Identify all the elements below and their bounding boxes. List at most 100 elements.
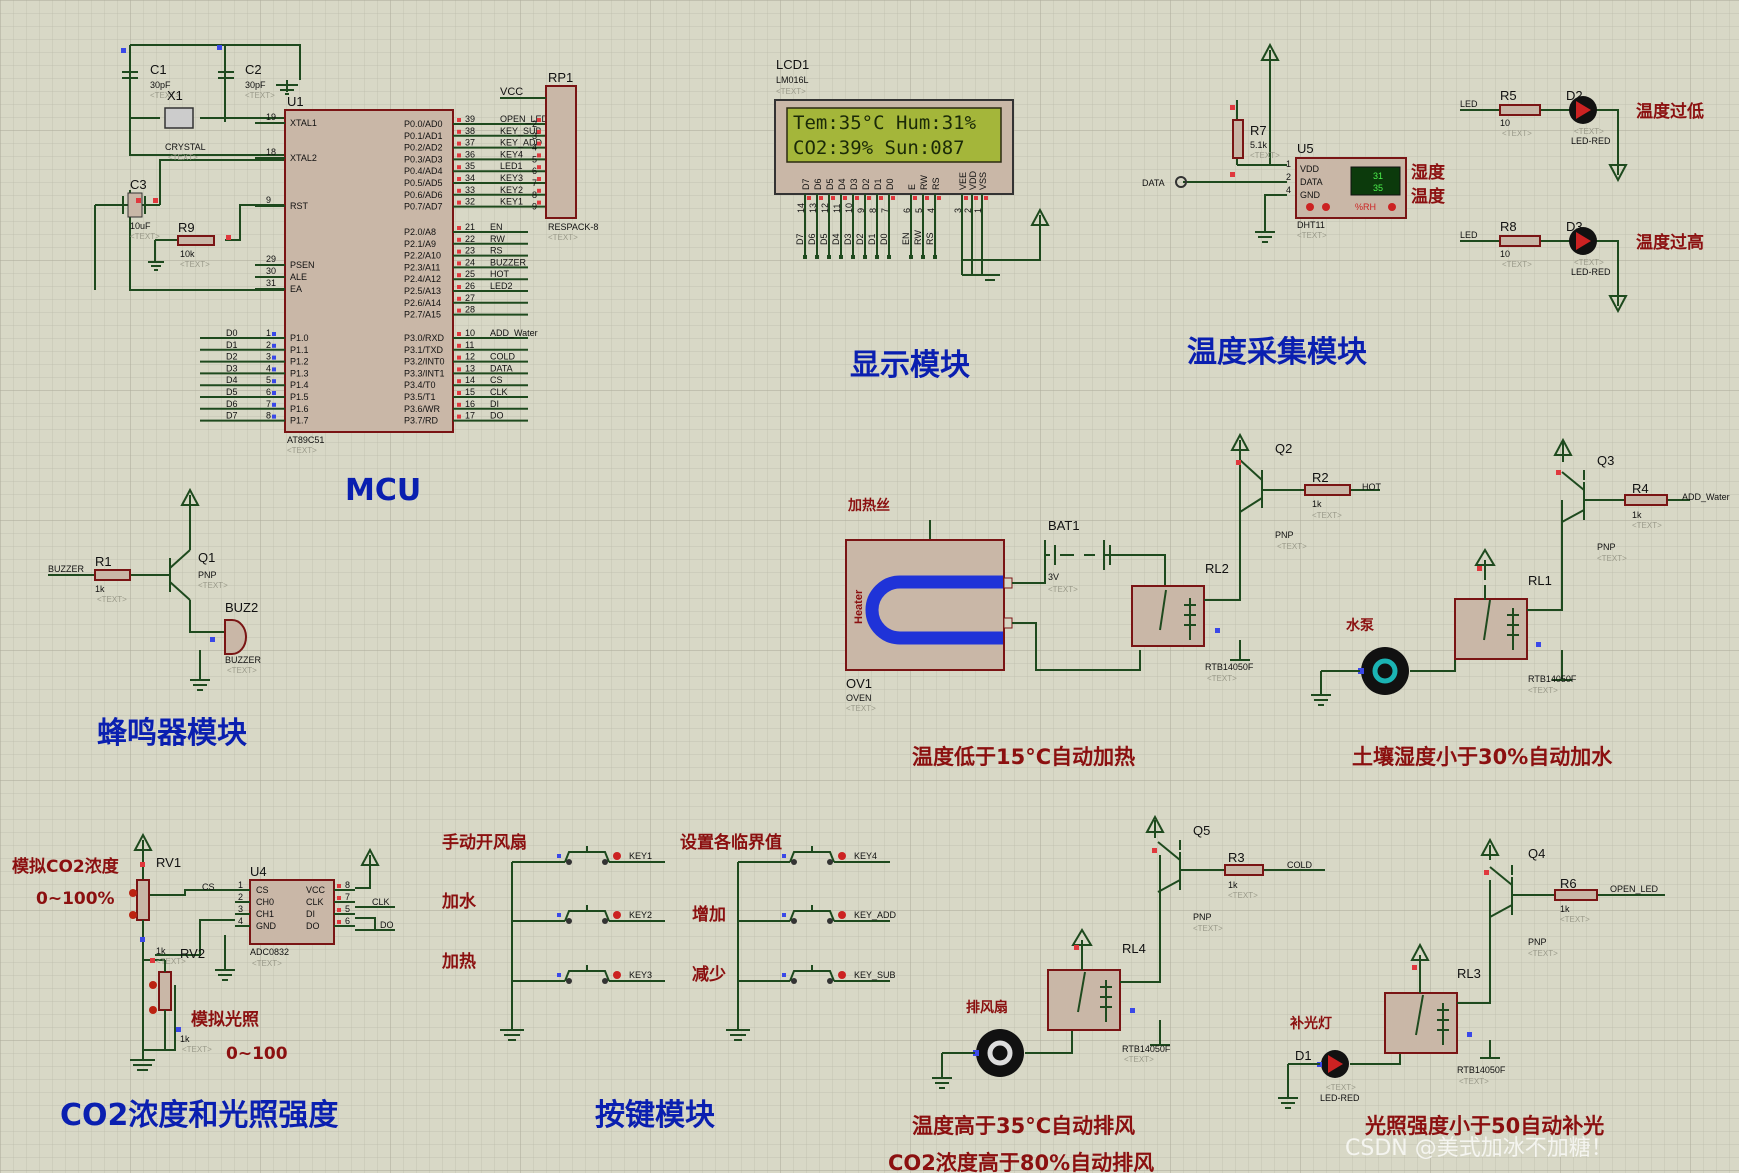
rl3-part: RTB14050F	[1457, 1065, 1506, 1075]
mcu-net-label: ADD_Water	[490, 328, 538, 338]
lcd-pin-name: D6	[813, 178, 823, 190]
key-contact	[789, 846, 835, 863]
pump-title: 水泵	[1346, 617, 1374, 634]
led-resistor	[1499, 235, 1541, 247]
mcu-pin-number: 13	[465, 363, 475, 373]
mcu-pin-number: 39	[465, 114, 475, 124]
mcu-pin-number: 35	[465, 161, 475, 171]
heater-label: Heater	[853, 589, 865, 624]
pin-marker	[807, 196, 811, 200]
key-node	[602, 918, 608, 924]
lcd-pin-name: D5	[825, 178, 835, 190]
key-node	[827, 978, 833, 984]
lcd-pin-number: 7	[880, 208, 890, 213]
mcu-pin-number: 8	[266, 411, 271, 421]
key-button[interactable]	[613, 852, 621, 860]
light-title: 补光灯	[1289, 1015, 1332, 1032]
rp1-pin-number: 8	[532, 190, 537, 200]
r9-text: <TEXT>	[180, 260, 210, 269]
lcd-pin-name: D2	[861, 178, 871, 190]
r4-value: 1k	[1632, 510, 1642, 520]
mcu-net-label: BUZZER	[490, 257, 527, 267]
key-node	[827, 918, 833, 924]
led-net: LED	[1460, 99, 1478, 109]
pin-marker	[937, 196, 941, 200]
r1-text: <TEXT>	[97, 595, 127, 604]
mcu-net-label: D5	[226, 387, 238, 397]
led-caption: 温度过高	[1636, 232, 1704, 253]
key-button[interactable]	[613, 971, 621, 979]
pin-marker	[337, 908, 341, 912]
led-wire	[1460, 109, 1628, 183]
q2-text: <TEXT>	[1277, 542, 1307, 551]
key-button[interactable]	[838, 971, 846, 979]
pin-marker	[457, 118, 461, 122]
mcu-pin-name: P0.4/AD4	[404, 166, 443, 176]
dht-unit: %RH	[1355, 202, 1376, 212]
led-arrow	[1576, 232, 1591, 250]
rp1-pin-number: 2	[532, 119, 537, 129]
q3-text: <TEXT>	[1597, 554, 1627, 563]
pin-marker	[457, 379, 461, 384]
pin-marker	[537, 141, 541, 146]
key-node	[791, 918, 797, 924]
key-module-title: 按键模块	[595, 1098, 715, 1133]
pin-marker	[272, 391, 276, 395]
dht-text: <TEXT>	[1297, 231, 1327, 240]
lcd-line-2: CO2:39% Sun:087	[793, 137, 965, 159]
dht-button-2[interactable]	[1322, 203, 1330, 211]
pin-marker	[457, 355, 461, 360]
lcd-wire-end	[875, 255, 879, 259]
lcd-pin-name: D3	[849, 178, 859, 190]
rl1-part: RTB14050F	[1528, 674, 1577, 684]
key-button[interactable]	[613, 911, 621, 919]
pin-marker	[457, 165, 461, 170]
co2-label: 模拟CO2浓度	[12, 856, 120, 877]
key-button[interactable]	[838, 911, 846, 919]
rv1-ref: RV1	[156, 855, 181, 870]
mcu-pin-number: 33	[465, 185, 475, 195]
mcu-pin-number: 14	[465, 375, 475, 385]
lcd-wire-end	[863, 255, 867, 259]
mcu-pin-name: P1.6	[290, 404, 309, 414]
dht-button-1[interactable]	[1306, 203, 1314, 211]
lcd-net-label: D1	[867, 233, 877, 245]
mcu-pin-name: P3.4/T0	[404, 380, 436, 390]
key-button[interactable]	[838, 852, 846, 860]
cold-net: COLD	[1287, 860, 1313, 870]
adc-pin-number: 5	[345, 904, 350, 914]
pin-marker	[855, 196, 859, 200]
adc-text: <TEXT>	[252, 959, 282, 968]
pin-marker	[925, 196, 929, 200]
mcu-pin-name: P0.1/AD1	[404, 131, 443, 141]
pin-marker	[457, 414, 461, 419]
temperature-label: 温度	[1411, 186, 1446, 207]
r9-ref: R9	[178, 220, 195, 235]
r7-text: <TEXT>	[1250, 151, 1280, 160]
display-module-title: 显示模块	[850, 348, 970, 383]
dht-button-3[interactable]	[1388, 203, 1396, 211]
q1-ref: Q1	[198, 550, 215, 565]
mcu-pin-name: P0.7/AD7	[404, 202, 443, 212]
adc-pin-name: DI	[306, 909, 315, 919]
c2-text: <TEXT>	[245, 91, 275, 100]
adc-pin-number: 1	[238, 880, 243, 890]
pin-marker	[457, 200, 461, 205]
alarm-leds: LEDR510<TEXT>D2<TEXT>LED-RED温度过低LEDR810<…	[1460, 88, 1704, 314]
lcd-wire-end	[933, 255, 937, 259]
oven-ref: OV1	[846, 676, 872, 691]
rv2-ref: RV2	[180, 946, 205, 961]
heater-circuit: 加热丝 Heater BAT1 3V <TEXT> OV1 OVEN <TEXT…	[845, 432, 1382, 769]
q2-ref: Q2	[1275, 441, 1292, 456]
oven-text: <TEXT>	[846, 704, 876, 713]
